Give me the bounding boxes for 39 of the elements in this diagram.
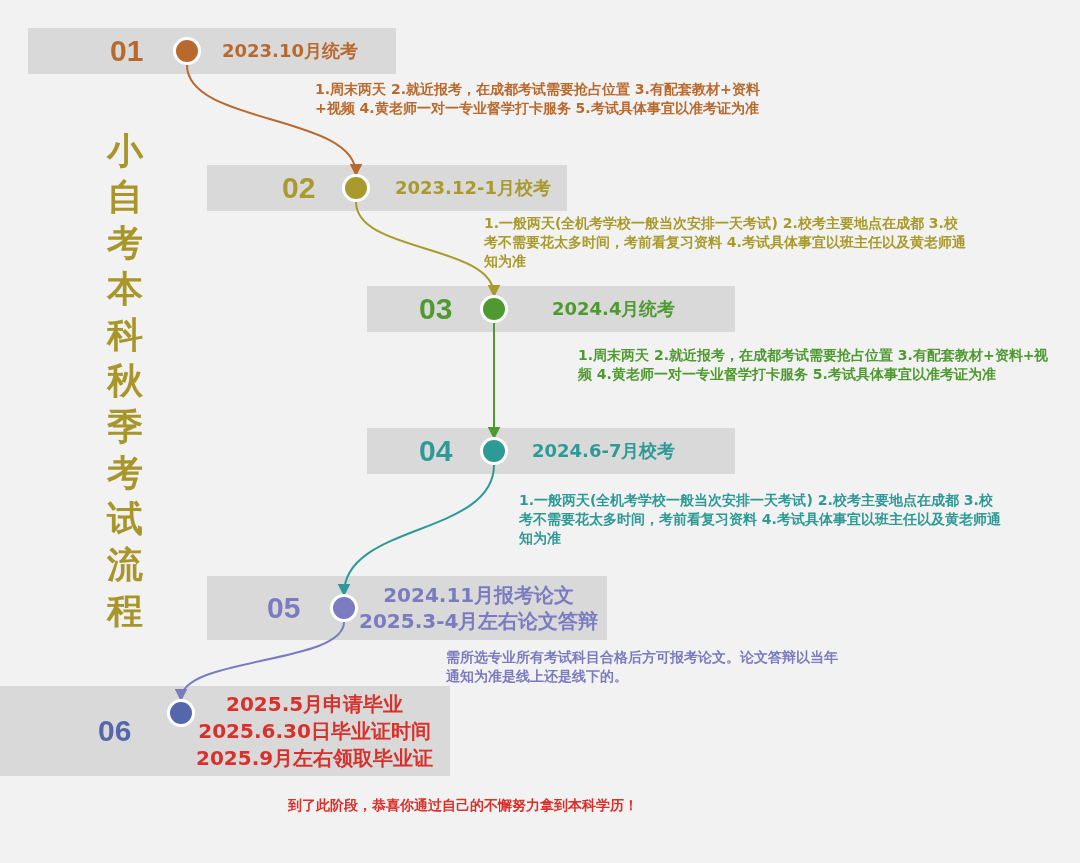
- step-band: [207, 576, 607, 640]
- arrow: [339, 464, 495, 597]
- step-band: [207, 165, 567, 211]
- step-number: 04: [419, 434, 453, 468]
- closing-note: 到了此阶段，恭喜你通过自己的不懈努力拿到本科学历！: [288, 796, 638, 815]
- step-title: 2025.9月左右领取毕业证: [196, 744, 434, 772]
- step-title: 2025.3-4月左右论文答辩: [359, 608, 599, 634]
- step-note: 1.周末两天 2.就近报考，在成都考试需要抢占位置 3.有配套教材+资料+视频 4.黄老师一对一专业督学打卡服务 5.考试具体事宜以准考证为准: [315, 80, 760, 118]
- timeline-dot: [480, 437, 508, 465]
- arrow: [178, 621, 345, 702]
- step-note: 1.一般两天(全机考学校一般当次安排一天考试) 2.校考主要地点在成都 3.校考不需要花太多时间，考前看复习资料 4.考试具体事宜以班主任以及黄老师通知为准: [484, 214, 967, 271]
- step-title: 2025.6.30日毕业证时间: [197, 717, 432, 745]
- step-note: 需所选专业所有考试科目合格后方可报考论文。论文答辩以当年通知为准是线上还是线下的。: [446, 648, 839, 686]
- step-title: 2025.5月申请毕业: [225, 690, 405, 718]
- step-number: 05: [267, 591, 301, 625]
- step-note: 1.周末两天 2.就近报考，在成都考试需要抢占位置 3.有配套教材+资料+视频 4.黄老师一对一专业督学打卡服务 5.考试具体事宜以准考证为准: [578, 346, 1050, 384]
- step-title: 2023.12-1月校考: [395, 176, 551, 200]
- arrow: [355, 201, 498, 298]
- timeline-dot: [342, 174, 370, 202]
- step-band: [0, 686, 450, 776]
- title: 小自考本科秋季考试流程: [105, 129, 145, 633]
- step-number: 06: [98, 714, 132, 748]
- step-number: 02: [282, 171, 316, 205]
- arrow: [186, 64, 360, 177]
- timeline-dot: [173, 37, 201, 65]
- arrow: [487, 322, 501, 440]
- timeline-dot: [167, 699, 195, 727]
- timeline-dot: [480, 295, 508, 323]
- step-note: 1.一般两天(全机考学校一般当次安排一天考试) 2.校考主要地点在成都 3.校考不需要花太多时间，考前看复习资料 4.考试具体事宜以班主任以及黄老师通知为准: [519, 491, 1002, 548]
- step-title: 2024.4月统考: [552, 297, 676, 321]
- step-title: 2024.11月报考论文: [382, 582, 576, 608]
- step-band: [367, 286, 735, 332]
- step-title: 2024.6-7月校考: [532, 439, 676, 463]
- step-number: 03: [419, 292, 453, 326]
- step-number: 01: [110, 34, 144, 68]
- step-band: [367, 428, 735, 474]
- step-band: [28, 28, 396, 74]
- step-title: 2023.10月统考: [222, 39, 358, 63]
- timeline-dot: [330, 594, 358, 622]
